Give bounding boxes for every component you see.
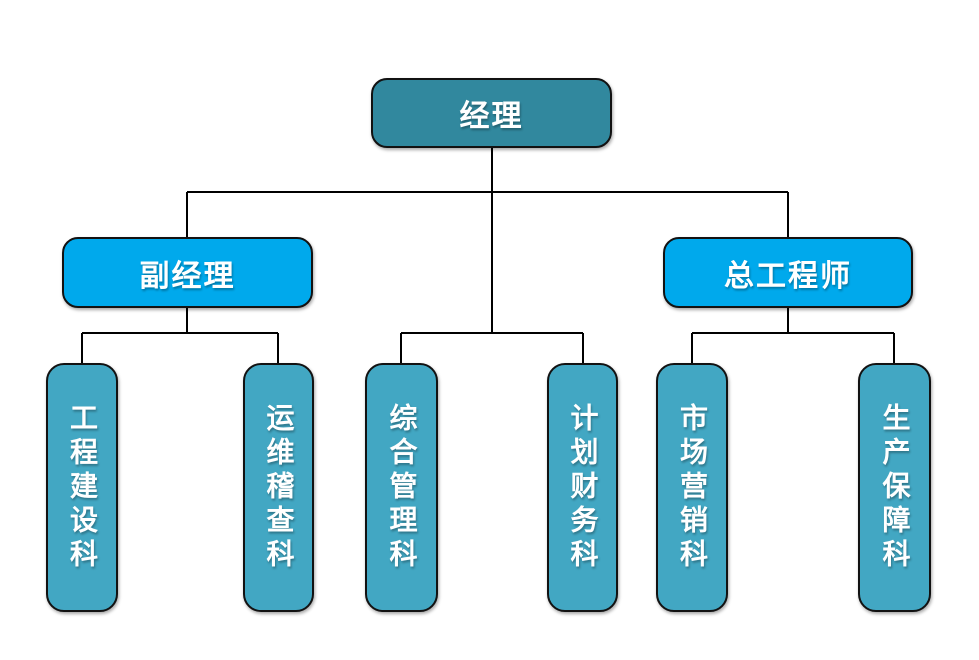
org-node-engineering-construction[interactable]: 工程建设科 <box>46 363 118 612</box>
org-node-label: 经理 <box>459 100 524 133</box>
org-node-label: 生产保障科 <box>879 402 911 573</box>
org-node-manager[interactable]: 经理 <box>371 78 612 148</box>
org-node-label: 计划财务科 <box>567 402 599 573</box>
org-node-label: 工程建设科 <box>67 402 98 573</box>
org-node-label: 市场营销科 <box>677 402 708 573</box>
org-node-label: 综合管理科 <box>386 402 418 573</box>
org-node-general-management[interactable]: 综合管理科 <box>365 363 438 612</box>
org-node-label: 副经理 <box>139 259 236 293</box>
org-node-om-inspection[interactable]: 运维稽查科 <box>243 363 314 612</box>
org-node-label: 运维稽查科 <box>263 402 295 573</box>
org-node-chief-engineer[interactable]: 总工程师 <box>663 237 913 308</box>
org-node-deputy-manager[interactable]: 副经理 <box>62 237 313 308</box>
org-node-production-support[interactable]: 生产保障科 <box>858 363 931 612</box>
org-node-marketing[interactable]: 市场营销科 <box>656 363 728 612</box>
org-node-label: 总工程师 <box>724 259 852 293</box>
org-node-planning-finance[interactable]: 计划财务科 <box>547 363 618 612</box>
